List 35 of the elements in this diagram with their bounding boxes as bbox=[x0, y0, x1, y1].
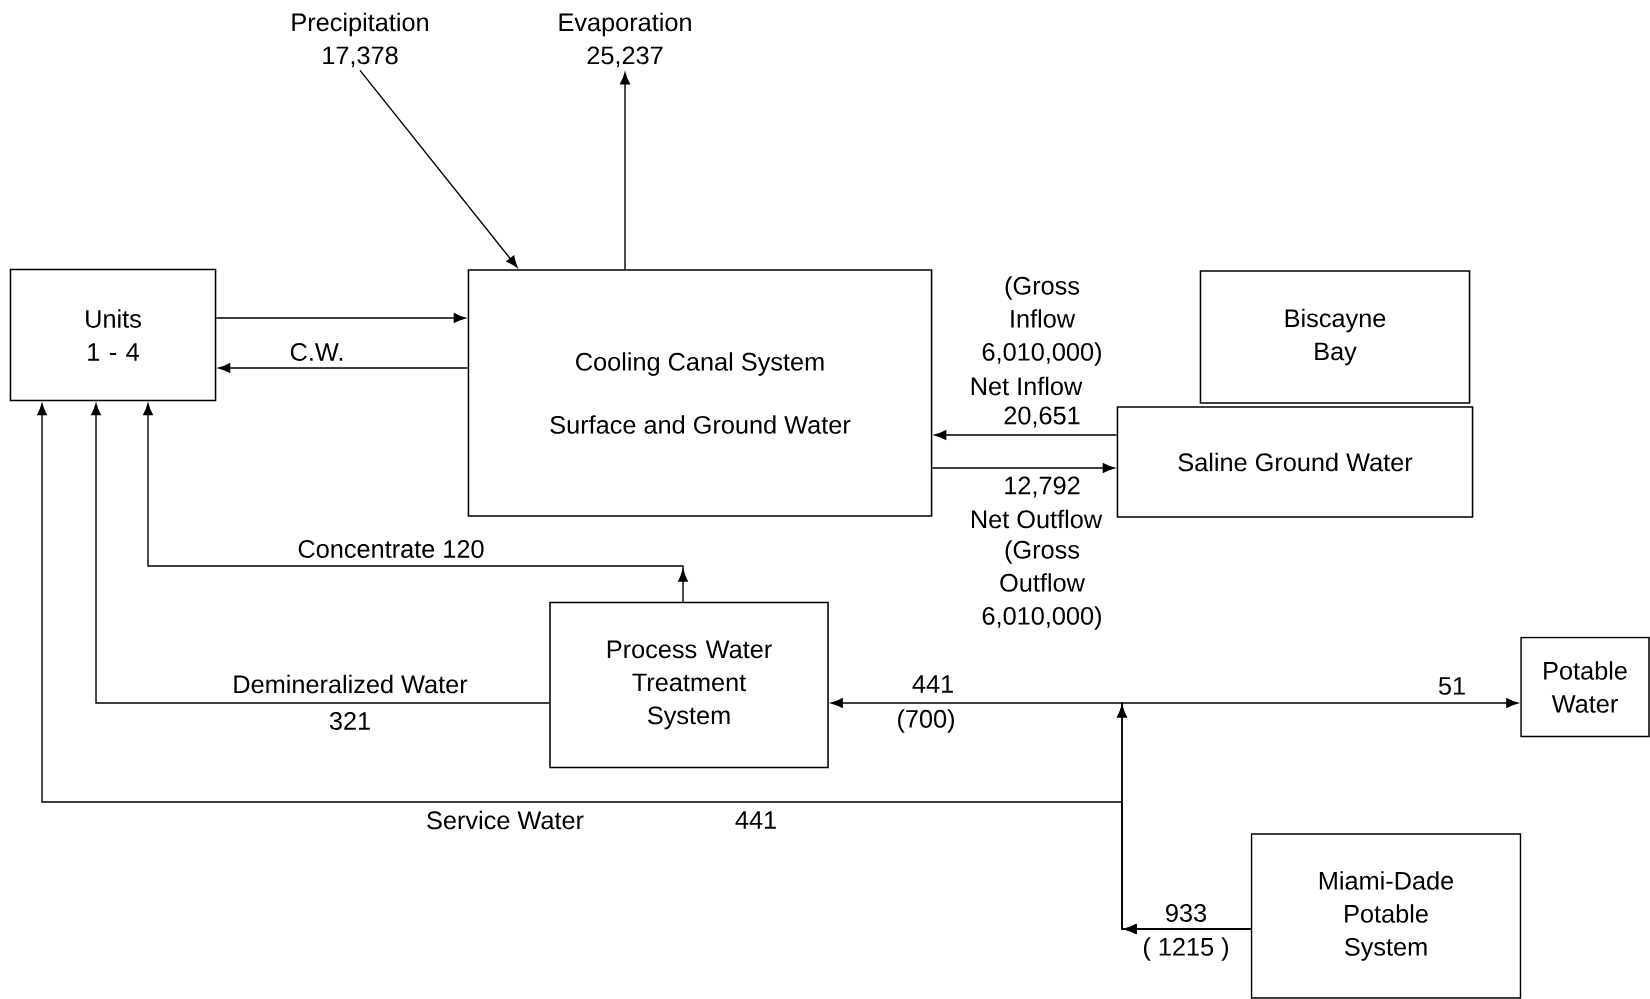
arrow bbox=[215, 313, 466, 323]
edge-label: Demineralized Water bbox=[230, 673, 470, 695]
flow-label: Precipitation 17,378 bbox=[292, 12, 428, 68]
flow-label: (Gross Outflow 6,010,000) bbox=[982, 540, 1101, 630]
edge-label: 51 bbox=[1436, 675, 1468, 697]
flow-label: (700) bbox=[898, 709, 954, 733]
edge-label: C.W. bbox=[288, 341, 346, 363]
box: Biscayne Bay bbox=[1199, 270, 1471, 404]
flow-label: 441 bbox=[735, 811, 776, 829]
box: Potable Water bbox=[1520, 636, 1650, 738]
flow-label: 933 bbox=[1166, 904, 1206, 922]
arrow bbox=[620, 72, 630, 270]
box: Miami-Dade Potable System bbox=[1250, 833, 1522, 999]
edge-label: Concentrate 120 bbox=[296, 538, 486, 560]
box: Saline Ground Water bbox=[1116, 406, 1474, 518]
flow-label: (Gross Inflow 6,010,000) bbox=[982, 276, 1101, 366]
arrow bbox=[37, 403, 1252, 934]
box: Units 1 - 4 bbox=[9, 268, 217, 402]
edge-label: Service Water bbox=[424, 809, 586, 831]
arrow bbox=[143, 403, 688, 603]
flow-label: ( 1215 ) bbox=[1143, 937, 1228, 961]
flow-label: Net Outflow bbox=[971, 509, 1103, 529]
flow-label: 321 bbox=[329, 712, 370, 730]
box: Process Water Treatment System bbox=[549, 601, 829, 769]
arrow bbox=[218, 363, 469, 373]
edge-label: 441 bbox=[910, 673, 956, 695]
box: Cooling Canal System Surface and Ground Water bbox=[467, 269, 933, 517]
flow-label: Net Inflow bbox=[971, 376, 1083, 396]
arrow bbox=[359, 69, 518, 268]
edge-label: 12,792 bbox=[1001, 475, 1083, 499]
arrow bbox=[934, 430, 1118, 440]
flow-label: Evaporation 25,237 bbox=[559, 12, 691, 68]
arrow bbox=[931, 463, 1115, 473]
edge-label: 20,651 bbox=[1001, 405, 1083, 429]
arrow bbox=[91, 403, 550, 704]
